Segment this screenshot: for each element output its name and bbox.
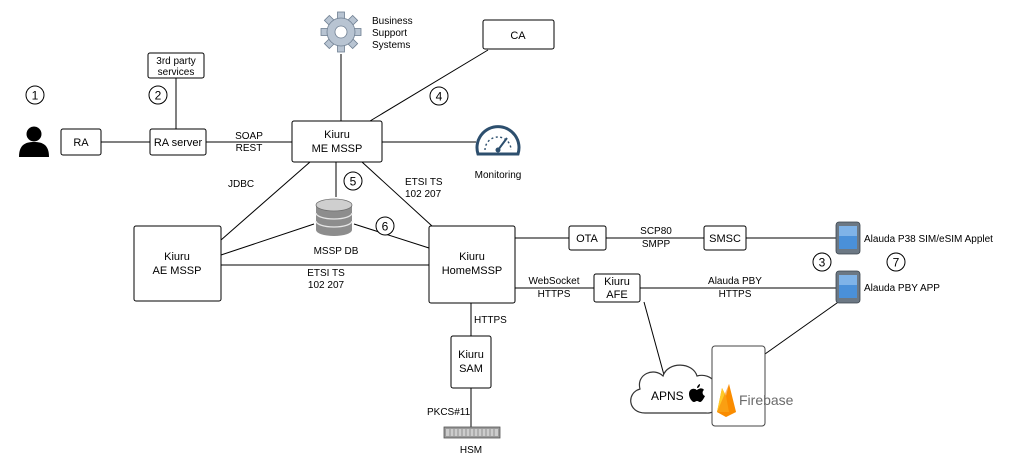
ca-node: CA (482, 19, 555, 50)
etsi-bottom-label-1: ETSI TS (307, 268, 345, 279)
ca-label: CA (510, 30, 526, 42)
step-6-label: 6 (382, 220, 389, 234)
third-party-label-1: 3rd party (156, 56, 195, 67)
apple-icon (689, 384, 705, 402)
step-marker: 7 (886, 252, 906, 272)
pby-app-label: Alauda PBY APP (864, 283, 940, 294)
soap-rest-label-2: REST (236, 143, 263, 154)
step-7-label: 7 (893, 256, 900, 270)
database-icon (315, 198, 353, 236)
line-memssp-homemssp (361, 161, 433, 227)
afe-label-2: AFE (606, 289, 627, 301)
jdbc-label: JDBC (228, 179, 254, 190)
home-mssp-label-2: HomeMSSP (442, 265, 503, 277)
sam-node: Kiuru SAM (450, 335, 492, 389)
me-mssp-label-2: ME MSSP (312, 143, 363, 155)
soap-rest-label-1: SOAP (235, 131, 263, 142)
third-party-node: 3rd party services (147, 52, 205, 79)
step-3-label: 3 (819, 256, 826, 270)
ra-server-label: RA server (154, 137, 203, 149)
step-2-label: 2 (155, 89, 162, 103)
step-4-label: 4 (436, 90, 443, 104)
home-mssp-label-1: Kiuru (459, 251, 485, 263)
p38-applet-label: Alauda P38 SIM/eSIM Applet (864, 234, 993, 245)
pkcs11-label: PKCS#11 (427, 407, 471, 418)
smsc-node: SMSC (703, 225, 747, 251)
ae-mssp-label-1: Kiuru (164, 251, 190, 263)
phone-icon (835, 270, 861, 304)
ra-node: RA (60, 128, 102, 156)
ota-label: OTA (576, 233, 598, 245)
edge-labels: SOAP REST JDBC ETSI TS 102 207 ETSI TS 1… (228, 131, 762, 418)
smsc-label: SMSC (709, 233, 741, 245)
bss-label-2: Support (372, 28, 407, 39)
gear-icon (320, 11, 362, 53)
monitoring-label: Monitoring (475, 170, 522, 181)
websocket-https-label-1: WebSocket (529, 276, 580, 287)
bss-label-3: Systems (372, 40, 410, 51)
https-label: HTTPS (474, 315, 507, 326)
etsi-top-label-2: 102 207 (405, 189, 442, 200)
user-icon (19, 126, 49, 157)
phone-icon (835, 221, 861, 255)
etsi-top-label-1: ETSI TS (405, 177, 443, 188)
sam-label-1: Kiuru (458, 349, 484, 361)
step-1-label: 1 (32, 89, 39, 103)
alauda-pby-https-label-2: HTTPS (719, 289, 752, 300)
step-5-label: 5 (350, 175, 357, 189)
hsm-device-icon (443, 426, 501, 439)
afe-label-1: Kiuru (604, 276, 630, 288)
step-marker: 4 (429, 86, 449, 106)
step-marker: 3 (812, 252, 832, 272)
ota-node: OTA (568, 225, 607, 251)
mssp-db-label: MSSP DB (314, 246, 359, 257)
ae-mssp-label-2: AE MSSP (153, 265, 202, 277)
scp80-smpp-label-2: SMPP (642, 239, 671, 250)
line-afe-apns (643, 301, 665, 376)
me-mssp-label-1: Kiuru (324, 129, 350, 141)
sam-label-2: SAM (459, 363, 483, 375)
scp80-smpp-label-1: SCP80 (640, 226, 672, 237)
afe-node: Kiuru AFE (593, 273, 641, 303)
firebase-flame-icon (717, 384, 736, 417)
gauge-icon (475, 125, 521, 156)
hsm-label: HSM (460, 445, 482, 456)
bss-label-1: Business (372, 16, 413, 27)
alauda-pby-https-label-1: Alauda PBY (708, 276, 762, 287)
step-marker: 2 (148, 85, 168, 105)
apns-label: APNS (651, 389, 684, 403)
line-memssp-ca (369, 49, 489, 122)
line-memssp-aemssp (220, 161, 311, 241)
line-firebase-pbyapp (764, 297, 845, 355)
ra-server-node: RA server (149, 128, 207, 156)
etsi-bottom-label-2: 102 207 (308, 280, 345, 291)
websocket-https-label-2: HTTPS (538, 289, 571, 300)
line-aemssp-db (220, 223, 315, 256)
ae-mssp-node: Kiuru AE MSSP (133, 225, 222, 302)
step-marker: 5 (343, 171, 363, 191)
ra-label: RA (73, 137, 89, 149)
step-marker: 6 (375, 216, 395, 236)
home-mssp-node: Kiuru HomeMSSP (428, 225, 516, 304)
firebase-label: Firebase (739, 392, 794, 408)
line-db-homemssp (353, 223, 430, 249)
connectors (101, 49, 845, 427)
firebase-node (711, 345, 766, 427)
step-marker: 1 (25, 85, 45, 105)
third-party-label-2: services (158, 67, 195, 78)
me-mssp-node: Kiuru ME MSSP (291, 120, 383, 163)
